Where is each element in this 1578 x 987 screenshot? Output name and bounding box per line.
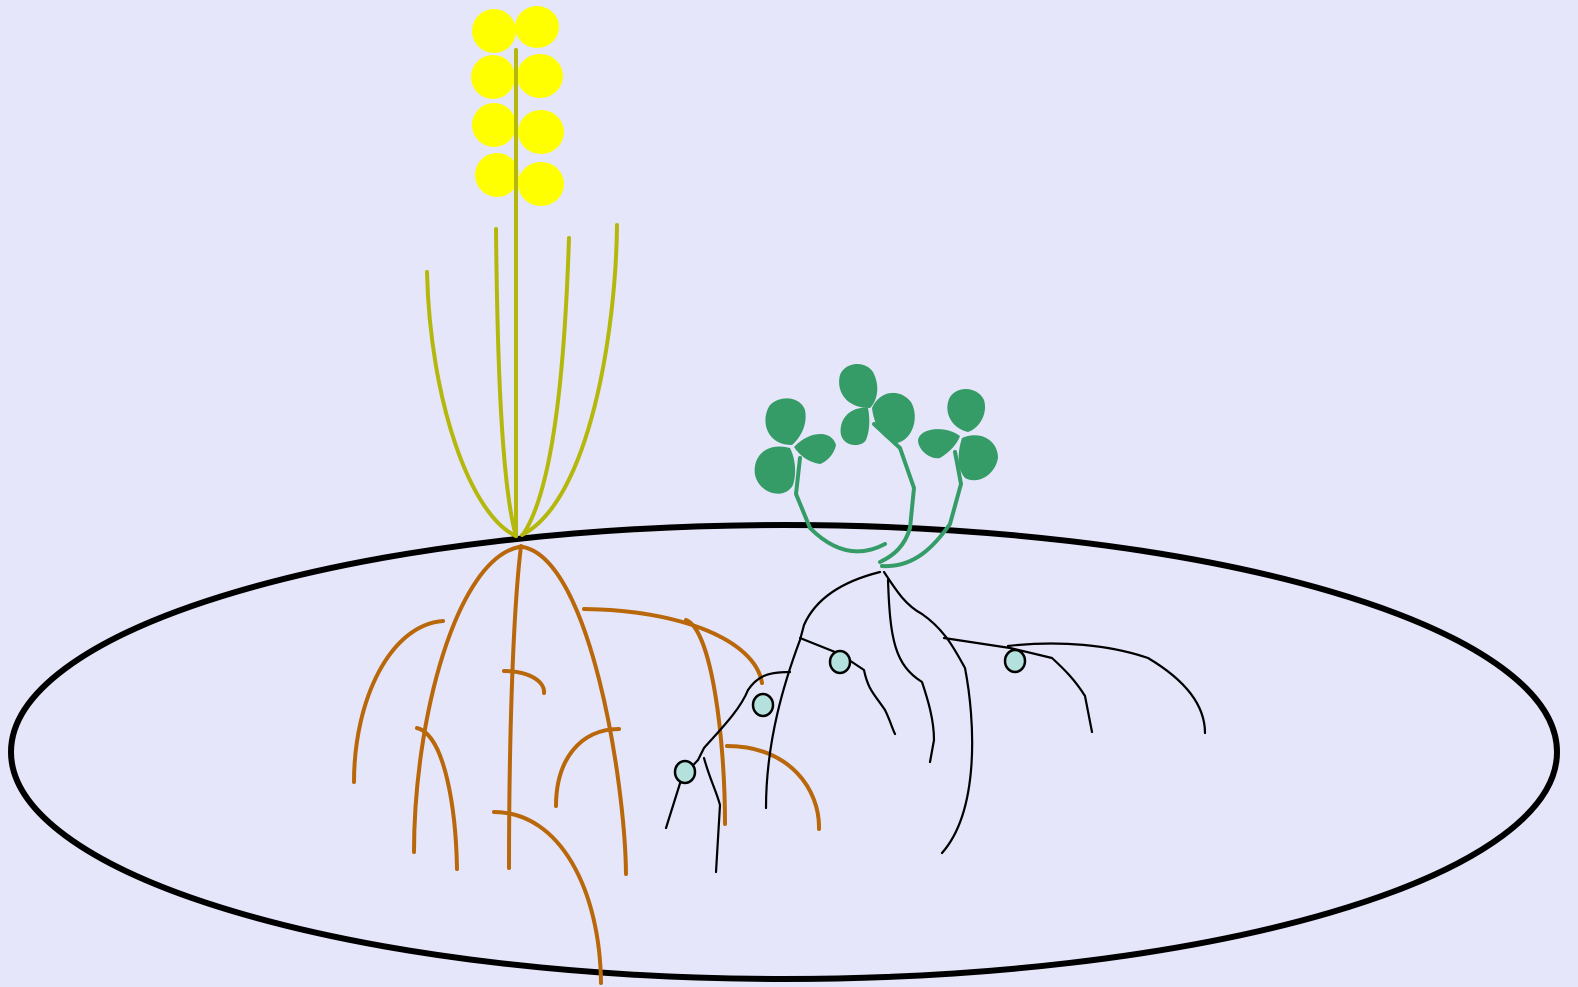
grass-floret [518,162,564,206]
clover-root [800,638,895,734]
grass-leaf [496,229,516,536]
clover-roots [666,572,1205,872]
grass-roots [354,546,819,983]
grass-floret [475,153,519,197]
clover-leaflet [839,364,877,408]
grass-floret [518,110,564,154]
grass-floret [515,6,559,48]
root-nodule-icon [830,651,850,673]
clover-leaflet [841,408,870,445]
root-nodule-icon [753,694,773,716]
root-nodule-icon [1005,650,1025,672]
grass-root [556,729,619,806]
grass-floret [472,103,516,147]
grass-floret [517,54,563,98]
clover-leaflet-group [839,364,915,445]
clover-stem [796,458,885,551]
clover-leaflet [755,447,795,494]
clover-root [704,758,720,872]
clover-plant-icon [666,364,1205,872]
clover-leaflet [765,398,805,445]
grass-floret [471,55,515,99]
clover-root [884,572,972,853]
clover-root [766,572,880,808]
grass-root [727,746,819,829]
soil-outline [11,525,1557,979]
grass-floret [472,9,516,53]
grass-root [686,620,725,824]
clover-root [1008,643,1205,733]
root-nodule-icon [675,761,695,783]
grass-root [509,546,521,868]
clover-stem [874,424,914,562]
clover-leaflet [947,389,985,432]
clover-stem [882,452,961,566]
clover-leaflet [872,393,915,443]
clover-leaflet [959,435,998,480]
grass-root [414,547,519,852]
grass-plant-icon [354,6,819,983]
grass-root [584,609,762,683]
clover-leaflet-group [755,398,836,493]
